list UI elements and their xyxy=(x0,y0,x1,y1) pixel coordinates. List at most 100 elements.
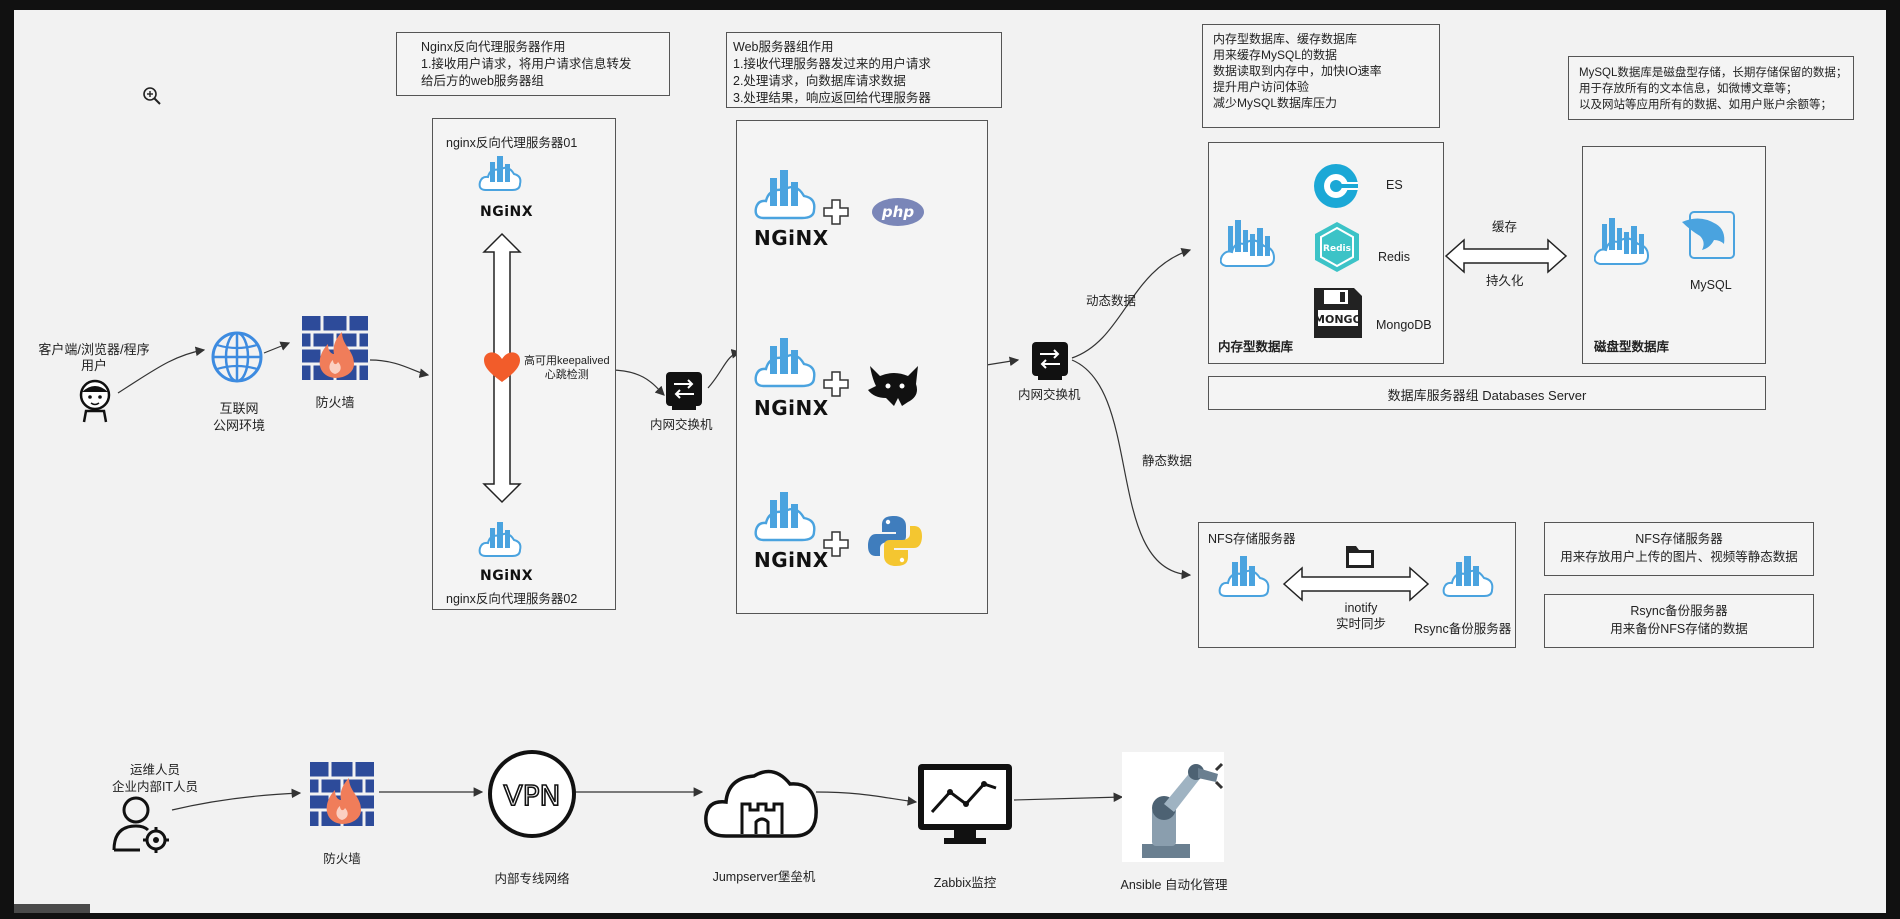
client-label-line2: 用户 xyxy=(80,358,107,373)
nginx-cloud-icon xyxy=(754,492,816,542)
switch-icon xyxy=(1032,342,1068,380)
elasticsearch-icon xyxy=(1314,164,1358,208)
disk-box-title: 磁盘型数据库 xyxy=(1594,340,1670,354)
note-mysql-db: MySQL数据库是磁盘型存储，长期存储保留的数据； 用于存放所有的文本信息，如微… xyxy=(1568,56,1854,120)
globe-icon xyxy=(211,331,263,383)
php-logo-icon: php xyxy=(872,198,924,226)
note-nginx-role: Nginx反向代理服务器作用 1.接收用户请求，将用户请求信息转发 给后方的we… xyxy=(396,32,670,96)
cache-double-arrow-icon xyxy=(1444,238,1568,274)
proxy-bottom-label: nginx反向代理服务器02 xyxy=(446,592,578,606)
nfs-cloud-icon xyxy=(1218,556,1270,597)
robot-arm-icon xyxy=(1122,752,1224,862)
memory-item-redis: Redis xyxy=(1378,250,1410,264)
switch2-label: 内网交换机 xyxy=(1018,388,1081,402)
plus-icon xyxy=(823,199,849,225)
sync-double-arrow-icon xyxy=(1282,566,1430,602)
sync-label-line1: inotify xyxy=(1344,601,1378,615)
nginx-logo-text: NGiNX xyxy=(480,204,534,220)
sync-label: inotify 实时同步 xyxy=(1326,600,1396,632)
note-web-role: Web服务器组作用 1.接收代理服务器发过来的用户请求 2.处理请求，向数据库请… xyxy=(726,32,1002,108)
mongo-logo-text: MONGO xyxy=(1314,313,1362,326)
firewall-label: 防火墙 xyxy=(315,395,355,410)
note-line: 1.接收代理服务器发过来的用户请求 xyxy=(733,57,931,71)
nginx-logo-text: NGiNX xyxy=(754,226,829,250)
internet-label-line2: 公网环境 xyxy=(212,418,265,433)
edge-zabbix-ansible xyxy=(1013,792,1124,803)
note-line: 内存型数据库、缓存数据库 xyxy=(1213,32,1358,46)
memory-box-title: 内存型数据库 xyxy=(1218,340,1294,354)
admin-user-icon xyxy=(112,796,169,853)
db-group-label: 数据库服务器组 Databases Server xyxy=(1387,388,1587,403)
jumpserver-label: Jumpserver堡垒机 xyxy=(712,870,816,884)
nfs-desc-box xyxy=(1544,522,1814,576)
switch-icon xyxy=(666,372,702,410)
edge-jumpserver-zabbix xyxy=(815,791,918,806)
redis-logo-text: Redis xyxy=(1323,244,1351,254)
persist-label: 持久化 xyxy=(1486,274,1524,288)
edge-ops-firewall xyxy=(171,788,302,811)
rsync-desc-line: Rsync备份服务器 xyxy=(1630,604,1728,618)
note-title: Nginx反向代理服务器作用 xyxy=(421,40,566,54)
python-logo-icon xyxy=(868,516,922,566)
db-cloud-icon xyxy=(1220,220,1276,267)
nfs-desc: NFS存储服务器 用来存放用户上传的图片、视频等静态数据 xyxy=(1544,530,1814,566)
memory-item-mongodb: MongoDB xyxy=(1376,318,1432,332)
user-icon xyxy=(79,379,111,423)
switch1-label: 内网交换机 xyxy=(650,418,713,432)
note-line: 用于存放所有的文本信息，如微博文章等； xyxy=(1579,83,1798,95)
rsync-desc-line: 用来备份NFS存储的数据 xyxy=(1610,622,1748,636)
nfs-box-title: NFS存储服务器 xyxy=(1208,532,1296,546)
rsync-desc: Rsync备份服务器 用来备份NFS存储的数据 xyxy=(1544,602,1814,638)
top-black-bar xyxy=(0,0,1900,10)
edge-internet-firewall xyxy=(263,341,291,354)
note-memory-db: 内存型数据库、缓存数据库 用来缓存MySQL的数据 数据读取到内存中，加快IO速… xyxy=(1202,24,1440,128)
keepalived-line1: 高可用keepalived xyxy=(524,355,610,367)
vpn-icon-text: VPN xyxy=(504,779,561,812)
edge-firewall-proxy xyxy=(369,359,430,378)
proxy-group-box xyxy=(432,118,616,610)
internet-label-line1: 互联网 xyxy=(219,401,259,416)
nginx-cloud-icon xyxy=(754,338,816,388)
nfs-desc-line: NFS存储服务器 xyxy=(1635,532,1723,546)
tomcat-icon xyxy=(868,366,918,406)
redis-icon: Redis xyxy=(1315,222,1359,272)
jumpserver-cloud-icon xyxy=(704,769,818,838)
note-line: 用来缓存MySQL的数据 xyxy=(1213,48,1338,62)
monitor-chart-icon xyxy=(918,764,1012,844)
nginx-cloud-icon xyxy=(478,156,522,191)
note-line: 3.处理结果，响应返回给代理服务器 xyxy=(733,91,931,105)
note-line: 减少MySQL数据库压力 xyxy=(1213,96,1338,110)
rsync-cloud-icon xyxy=(1442,556,1494,597)
edge-static-label: 静态数据 xyxy=(1142,454,1193,468)
vpn-icon: VPN xyxy=(488,750,576,838)
ansible-label: Ansible 自动化管理 xyxy=(1120,878,1228,892)
note-line: 数据读取到内存中，加快IO速率 xyxy=(1213,64,1382,78)
vpn-label: 内部专线网络 xyxy=(494,872,570,886)
edge-proxy-switch xyxy=(609,369,665,396)
rsync-desc-box xyxy=(1544,594,1814,648)
heart-icon xyxy=(484,352,520,382)
sync-label-line2: 实时同步 xyxy=(1335,617,1386,631)
mysql-dolphin-icon xyxy=(1682,211,1735,259)
mysql-label: MySQL xyxy=(1690,278,1732,292)
nginx-cloud-icon xyxy=(478,522,522,557)
nginx-logo-text: NGiNX xyxy=(480,568,534,584)
ops-person-line1: 运维人员 xyxy=(129,763,180,777)
internet-label: 互联网 公网环境 xyxy=(204,400,274,434)
keepalived-label: 高可用keepalived 心跳检测 xyxy=(524,354,610,382)
db-group-box xyxy=(1208,376,1766,410)
edge-client-internet xyxy=(117,346,206,394)
ops-firewall-label: 防火墙 xyxy=(323,852,361,866)
diagram-canvas: Nginx反向代理服务器作用 1.接收用户请求，将用户请求信息转发 给后方的we… xyxy=(14,10,1886,913)
ops-person-label: 运维人员 企业内部IT人员 xyxy=(90,762,220,796)
nfs-desc-line: 用来存放用户上传的图片、视频等静态数据 xyxy=(1560,550,1798,564)
proxy-top-label: nginx反向代理服务器01 xyxy=(446,136,578,150)
firewall-icon xyxy=(310,762,374,826)
nginx-logo-text: NGiNX xyxy=(754,548,829,572)
bottom-progress-strip xyxy=(14,904,90,913)
nginx-cloud-icon xyxy=(754,170,816,220)
note-line: 1.接收用户请求，将用户请求信息转发 xyxy=(421,57,632,71)
cache-label: 缓存 xyxy=(1492,220,1518,234)
note-line: MySQL数据库是磁盘型存储，长期存储保留的数据； xyxy=(1579,67,1848,79)
note-title: Web服务器组作用 xyxy=(733,40,834,54)
